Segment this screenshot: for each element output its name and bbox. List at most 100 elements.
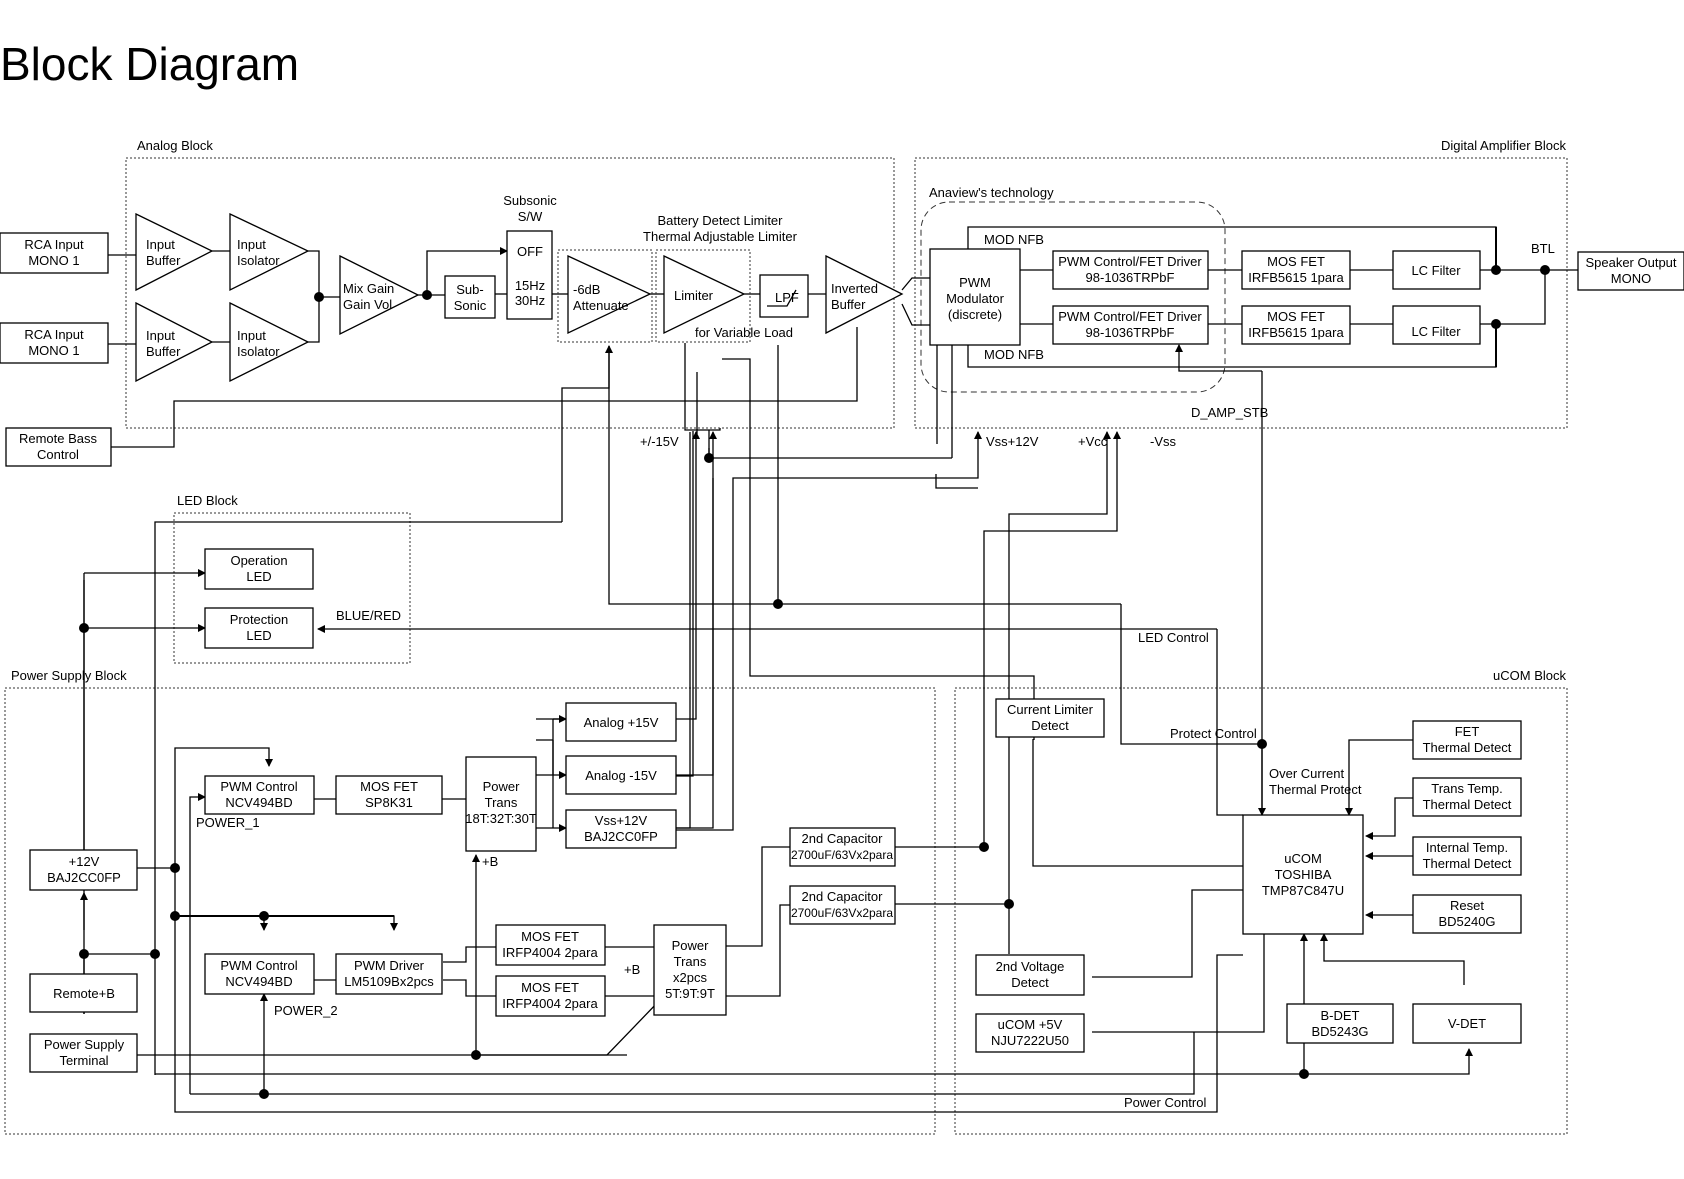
cap-1-line1: 2nd Capacitor [802,831,884,846]
led-block-label: LED Block [177,493,238,508]
pwm-driver-1-box [1052,250,1209,290]
mos-fet-irfp-1-line2: IRFP4004 2para [502,945,598,960]
pwm-driver-2-line2: 98-1036TRPbF [1086,325,1175,340]
mos-fet-irfp-2-line2: IRFP4004 2para [502,996,598,1011]
mos-fet-irfp-1-line1: MOS FET [521,929,579,944]
current-limiter-box [995,698,1105,738]
variable-load-label: for Variable Load [695,325,793,340]
wire-labels: MOD NFB MOD NFB BTL D_AMP_STB +/-15V Vss… [196,232,1555,1110]
operation-led-box [204,548,314,590]
power-trans-1-line1: Power [483,779,521,794]
d-amp-stb-label: D_AMP_STB [1191,405,1268,420]
attenuate-shape [567,254,652,335]
pwm-driver-2-box [1052,305,1209,345]
input-buffer-1-line2: Buffer [146,253,181,268]
analog-15n-box [565,755,677,795]
pwm-modulator-line1: PWM [959,275,991,290]
trans-thermal-line1: Trans Temp. [1431,781,1503,796]
vcc-label: +Vcc [1078,434,1108,449]
ucom5v-line1: uCOM +5V [998,1017,1063,1032]
boxes [0,230,1684,1073]
ps-terminal-box [29,1033,138,1073]
internal-thermal-line1: Internal Temp. [1426,840,1508,855]
input-isolator-2-line2: Isolator [237,344,280,359]
ucom-block-zone [954,687,1568,1135]
reset-line2: BD5240G [1438,914,1495,929]
speaker-output-line1: Speaker Output [1585,255,1676,270]
pwm-driver-line2: LM5109Bx2pcs [344,974,434,989]
power-trans-2-line4: 5T:9T:9T [665,986,715,1001]
ucom5v-line2: NJU7222U50 [991,1033,1069,1048]
mod-nfb-top-label: MOD NFB [984,232,1044,247]
cap-2-line2: 2700uF/63Vx2para [791,906,893,920]
mos-fet-irfp-1-box [495,924,606,966]
plus-b2-label: +B [624,962,640,977]
btl-label: BTL [1531,241,1555,256]
limiter-zone [655,249,751,343]
vss12-line1: Vss+12V [595,813,648,828]
zone-labels: Analog Block Digital Amplifier Block Ana… [11,138,1566,683]
power-trans-1-line2: Trans [485,795,518,810]
mos-fet-sp-line1: MOS FET [360,779,418,794]
mod-nfb-bottom-label: MOD NFB [984,347,1044,362]
power2-label: POWER_2 [274,1003,338,1018]
inverted-buffer-shape [825,254,904,335]
power-trans-2-line1: Power [672,938,710,953]
protection-led-box [204,607,314,649]
rca-input-1-line2: MONO 1 [28,253,79,268]
cap-1-line2: 2700uF/63Vx2para [791,848,893,862]
pwm-driver-1-line1: PWM Control/FET Driver [1058,254,1202,269]
voltage-detect-line2: Detect [1011,975,1049,990]
plus12-line2: BAJ2CC0FP [47,870,121,885]
ucom-block-label: uCOM Block [1493,668,1566,683]
vss12-box [565,809,677,849]
digital-amplifier-block-zone [914,157,1568,429]
pwm-modulator-line3: (discrete) [948,307,1002,322]
lc-filter-2-box [1392,305,1481,345]
vss-label: -Vss [1150,434,1177,449]
power-trans-1-box [465,756,537,852]
cap-2-box [789,885,896,925]
mos-fet-1-box [1241,250,1351,290]
fet-thermal-line2: Thermal Detect [1423,740,1512,755]
remote-bass-line1: Remote Bass [19,431,98,446]
reset-line1: Reset [1450,898,1484,913]
vdet-box [1412,1003,1522,1044]
lc-filter-1-box [1392,250,1481,290]
pwm-driver-1-line2: 98-1036TRPbF [1086,270,1175,285]
input-isolator-1-line2: Isolator [237,253,280,268]
ucom-line2: TOSHIBA [1275,867,1332,882]
input-buffer-1-line1: Input [146,237,175,252]
lc-filter-2-label: LC Filter [1411,324,1461,339]
attenuate-line1: -6dB [573,282,600,297]
mos-fet-irfp-2-line1: MOS FET [521,980,579,995]
input-isolator-2-shape [229,301,310,383]
plus-b1-label: +B [482,854,498,869]
remote-bass-line2: Control [37,447,79,462]
fet-thermal-line1: FET [1455,724,1480,739]
subsonic-sw-label-line1: Subsonic [503,193,557,208]
ucom5v-box [975,1013,1085,1053]
trans-thermal-box [1412,777,1522,817]
mos-fet-1-line1: MOS FET [1267,254,1325,269]
subsonic-sw-off: OFF [517,244,543,259]
amplifier-triangles [135,212,904,383]
page-title: Block Diagram [0,38,300,90]
mos-fet-irfp-2-box [495,975,606,1017]
ucom-line3: TMP87C847U [1262,883,1344,898]
pwm-control-1-line1: PWM Control [220,779,297,794]
mos-fet-2-line2: IRFB5615 1para [1248,325,1344,340]
speaker-output-box [1577,251,1684,291]
pwm-driver-box [335,953,443,995]
subsonic-sw-label-line2: S/W [518,209,543,224]
subsonic-line1: Sub- [456,282,483,297]
limiter-label: Limiter [674,288,714,303]
blue-red-label: BLUE/RED [336,608,401,623]
limiter-shape [663,254,746,335]
speaker-output-line2: MONO [1611,271,1651,286]
battery-limiter-line2: Thermal Adjustable Limiter [643,229,798,244]
lpf-label: LPF [775,290,799,305]
pwm-control-2-line1: PWM Control [220,958,297,973]
subsonic-sw-15hz: 15Hz [515,278,545,293]
rca-input-1-box [0,232,109,274]
